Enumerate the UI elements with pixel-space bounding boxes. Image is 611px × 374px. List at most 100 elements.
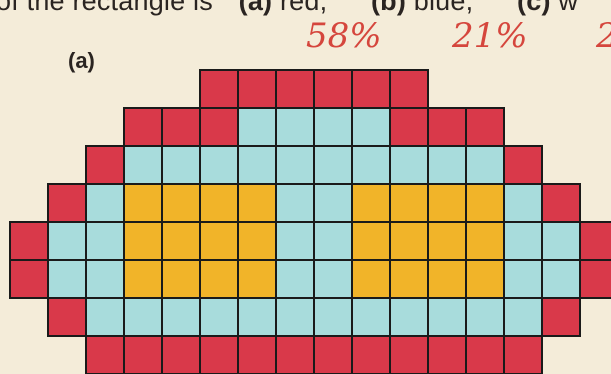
grid-cell-blue — [48, 222, 86, 260]
grid-cell-red — [466, 336, 504, 374]
grid-cell-red — [428, 108, 466, 146]
grid-cell-yellow — [124, 260, 162, 298]
grid-cell-blue — [314, 222, 352, 260]
grid-cell-red — [352, 70, 390, 108]
grid-cell-blue — [504, 222, 542, 260]
grid-cell-blue — [238, 298, 276, 336]
grid-cell-yellow — [162, 222, 200, 260]
grid-cell-yellow — [428, 260, 466, 298]
grid-cell-blue — [86, 298, 124, 336]
grid-cell-red — [86, 146, 124, 184]
grid-cell-yellow — [390, 184, 428, 222]
grid-cell-blue — [238, 146, 276, 184]
grid-cell-yellow — [466, 222, 504, 260]
grid-cell-blue — [276, 298, 314, 336]
grid-cell-yellow — [390, 222, 428, 260]
grid-cell-blue — [504, 260, 542, 298]
grid-cell-yellow — [162, 184, 200, 222]
grid-cell-blue — [428, 298, 466, 336]
grid-cell-blue — [124, 298, 162, 336]
grid-cell-red — [542, 184, 580, 222]
grid-cell-red — [124, 336, 162, 374]
grid-cell-blue — [466, 298, 504, 336]
grid-cell-yellow — [352, 260, 390, 298]
grid-cell-blue — [86, 260, 124, 298]
grid-cell-red — [48, 184, 86, 222]
grid-cell-blue — [200, 146, 238, 184]
grid-cell-blue — [314, 184, 352, 222]
grid-cell-blue — [314, 108, 352, 146]
grid-cell-yellow — [466, 184, 504, 222]
grid-cell-blue — [314, 298, 352, 336]
grid-cell-yellow — [352, 222, 390, 260]
grid-cell-yellow — [238, 260, 276, 298]
grid-cell-blue — [352, 298, 390, 336]
grid-cell-blue — [504, 298, 542, 336]
grid-cell-red — [200, 108, 238, 146]
grid-cell-blue — [162, 146, 200, 184]
grid-cell-yellow — [124, 222, 162, 260]
grid-cell-red — [466, 108, 504, 146]
grid-cell-yellow — [428, 184, 466, 222]
grid-cell-blue — [390, 146, 428, 184]
grid-cell-red — [542, 298, 580, 336]
grid-cell-red — [390, 108, 428, 146]
grid-cell-red — [580, 222, 611, 260]
grid-cell-red — [200, 336, 238, 374]
grid-cell-yellow — [238, 222, 276, 260]
grid-cell-red — [504, 336, 542, 374]
grid-cell-blue — [200, 298, 238, 336]
grid-cell-blue — [276, 184, 314, 222]
grid-cell-blue — [86, 222, 124, 260]
grid-cell-red — [10, 222, 48, 260]
grid-cell-red — [314, 70, 352, 108]
grid-cell-red — [352, 336, 390, 374]
grid-cell-red — [428, 336, 466, 374]
grid-cell-red — [314, 336, 352, 374]
grid-cell-blue — [162, 298, 200, 336]
grid-cell-red — [124, 108, 162, 146]
grid-cell-red — [162, 108, 200, 146]
grid-cell-red — [390, 336, 428, 374]
grid-cell-blue — [276, 108, 314, 146]
grid-cell-red — [276, 336, 314, 374]
grid-cell-blue — [504, 184, 542, 222]
grid-cell-blue — [428, 146, 466, 184]
grid-cell-blue — [314, 260, 352, 298]
grid-cell-yellow — [352, 184, 390, 222]
grid-cell-red — [238, 336, 276, 374]
grid-cell-red — [86, 336, 124, 374]
grid-cell-red — [162, 336, 200, 374]
grid-cell-yellow — [200, 222, 238, 260]
grid-cell-yellow — [390, 260, 428, 298]
grid-cell-blue — [352, 108, 390, 146]
grid-cell-red — [580, 260, 611, 298]
grid-cell-red — [276, 70, 314, 108]
grid-cell-blue — [238, 108, 276, 146]
grid-cell-yellow — [162, 260, 200, 298]
grid-cell-red — [48, 298, 86, 336]
grid-cell-yellow — [200, 260, 238, 298]
grid-cell-yellow — [200, 184, 238, 222]
grid-cell-blue — [314, 146, 352, 184]
grid-cell-yellow — [466, 260, 504, 298]
grid-cell-yellow — [124, 184, 162, 222]
grid-cell-blue — [124, 146, 162, 184]
grid-cell-blue — [48, 260, 86, 298]
grid-cell-blue — [352, 146, 390, 184]
grid-cell-blue — [276, 260, 314, 298]
grid-cell-blue — [276, 222, 314, 260]
grid-cell-red — [200, 70, 238, 108]
grid-cell-yellow — [238, 184, 276, 222]
grid-cell-blue — [542, 222, 580, 260]
grid-cell-red — [10, 260, 48, 298]
grid-cell-yellow — [428, 222, 466, 260]
grid-cell-blue — [466, 146, 504, 184]
grid-cell-blue — [276, 146, 314, 184]
grid-cell-red — [390, 70, 428, 108]
grid-cell-red — [504, 146, 542, 184]
grid-cell-blue — [86, 184, 124, 222]
grid-cell-blue — [542, 260, 580, 298]
grid-cell-red — [238, 70, 276, 108]
